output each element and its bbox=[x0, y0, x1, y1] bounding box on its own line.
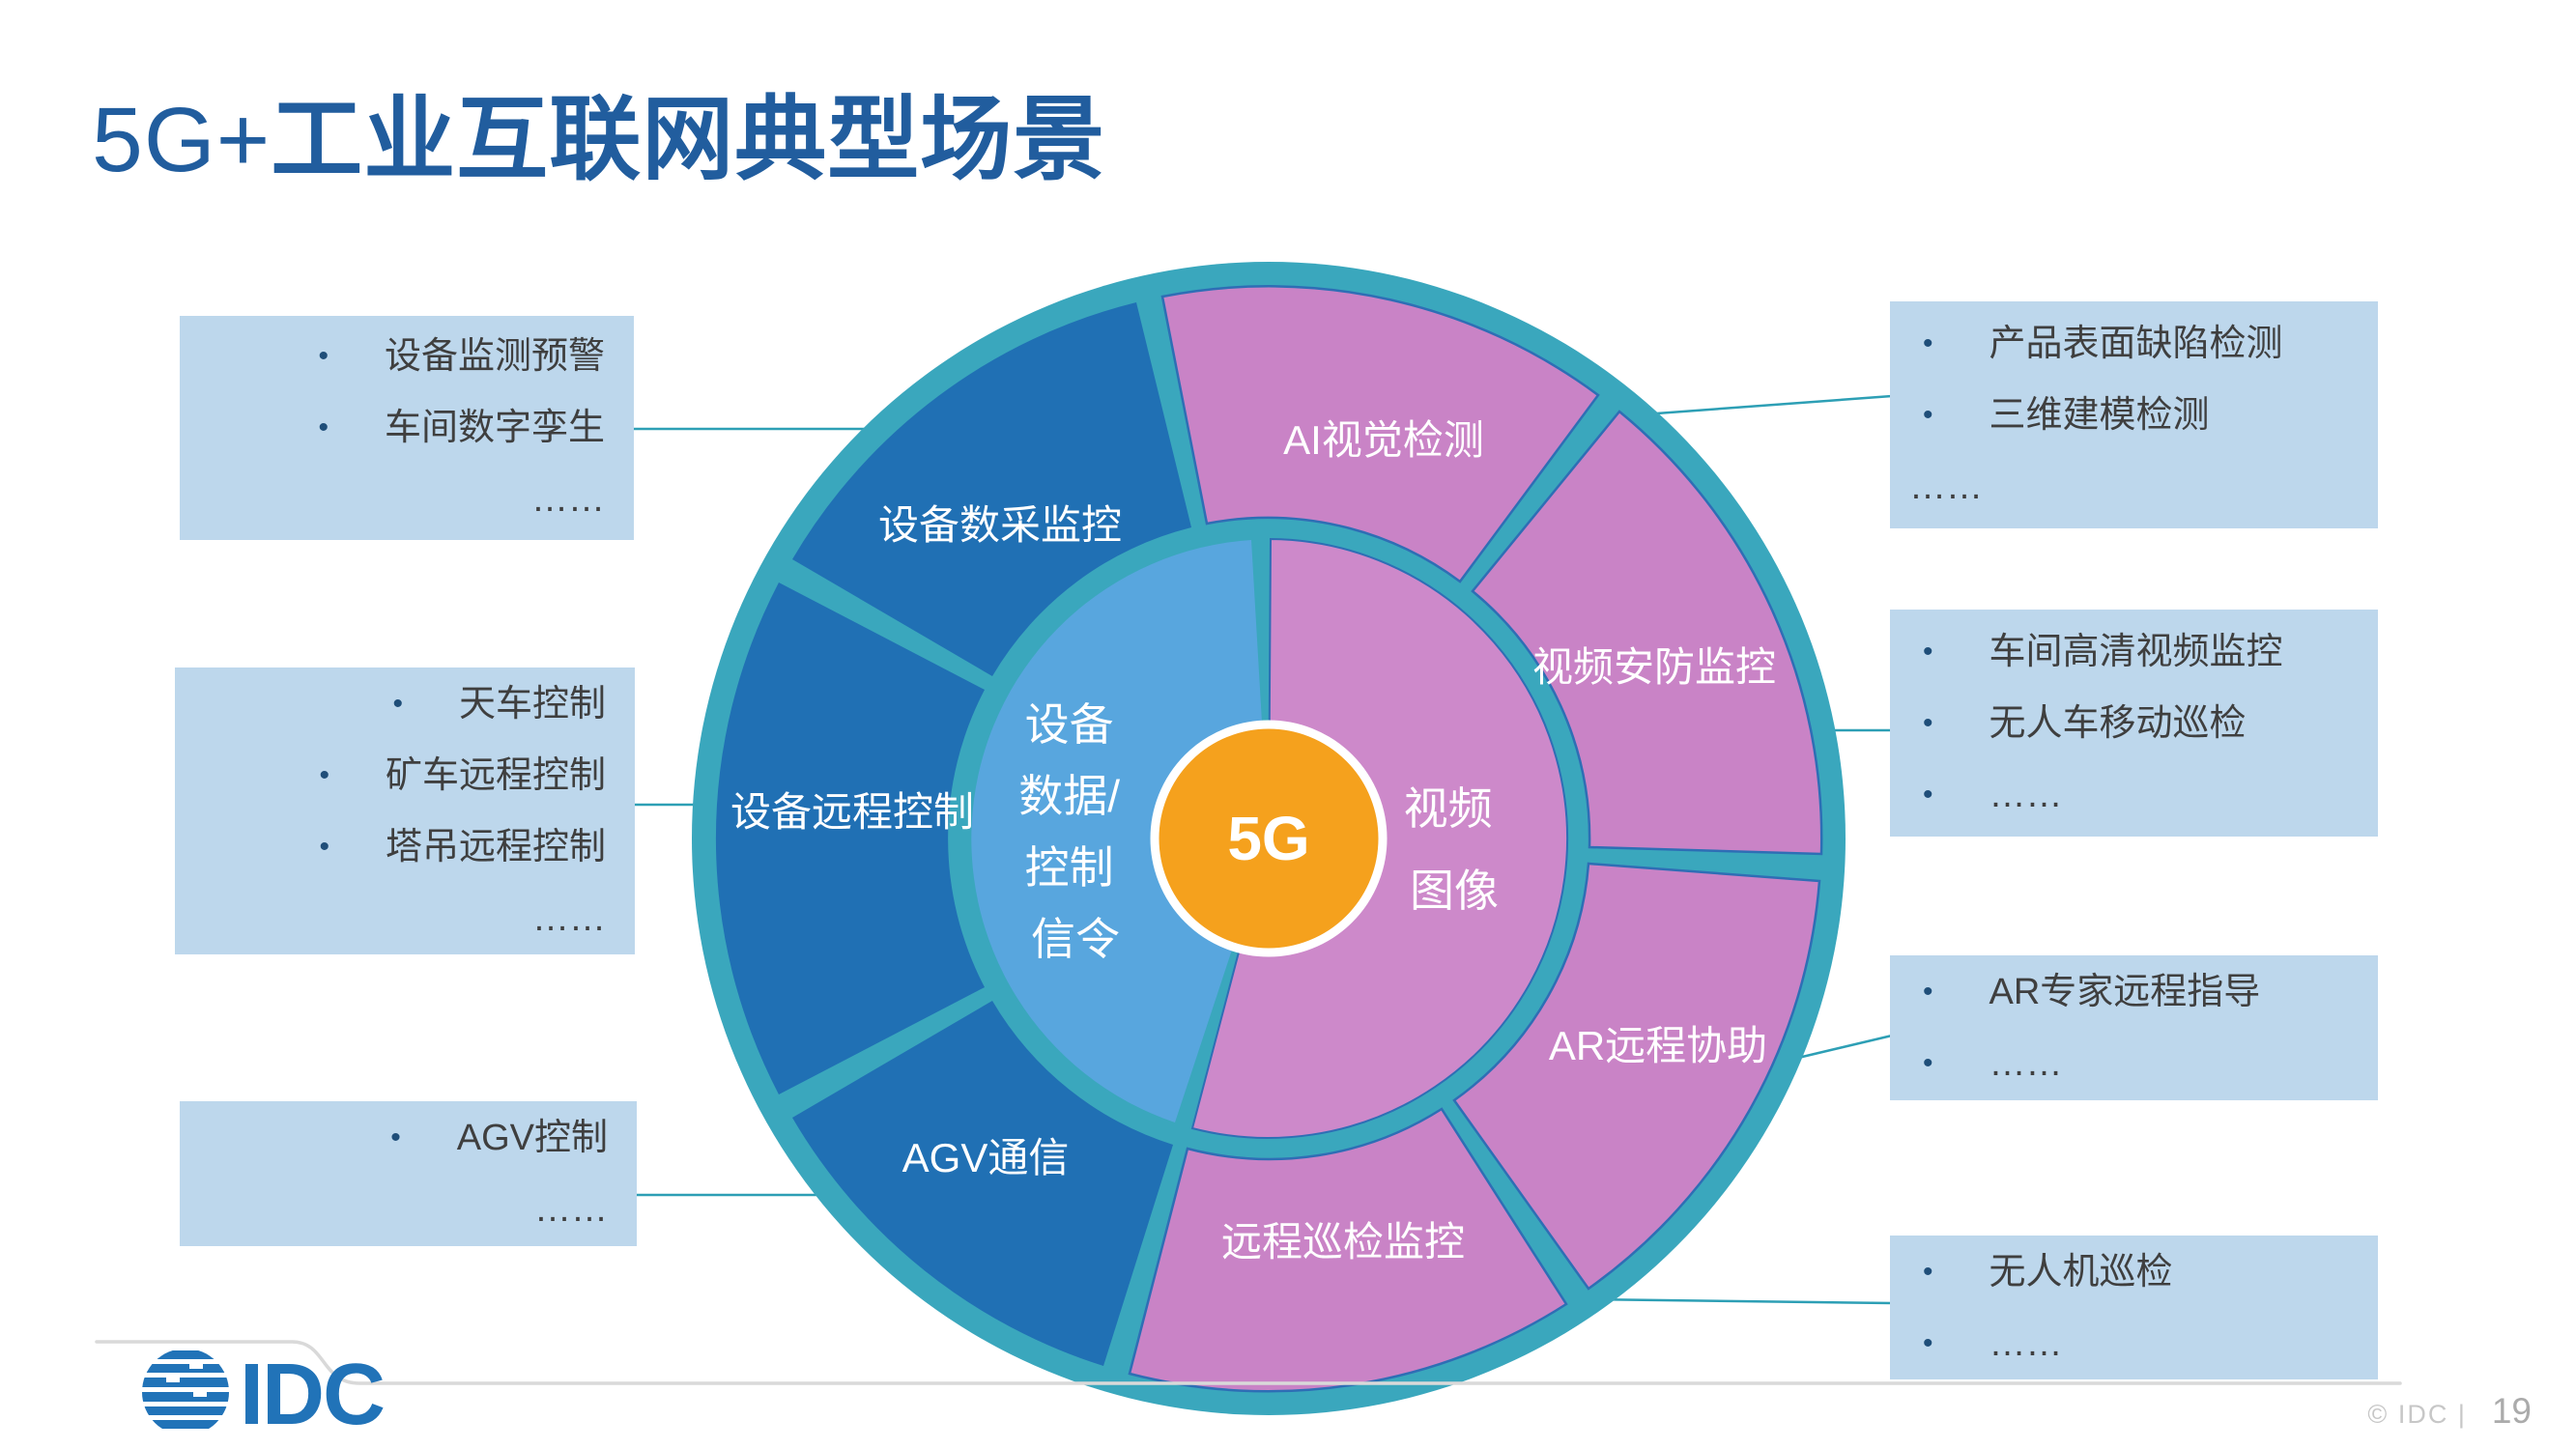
label-ar-remote-assist: AR远程协助 bbox=[1549, 1023, 1767, 1068]
callout-ar-expert-guidance: AR专家远程指导 …… bbox=[1890, 955, 2378, 1100]
hub-label-5g: 5G bbox=[1227, 804, 1309, 873]
segment-device-remote-control bbox=[715, 582, 985, 1094]
list-item-text: 塔吊远程控制 bbox=[385, 826, 606, 867]
list-item: 塔吊远程控制 bbox=[175, 811, 635, 883]
list-item-text: 天车控制 bbox=[458, 683, 606, 724]
callout-drone-patrol: 无人机巡检 …… bbox=[1890, 1236, 2378, 1379]
hub-circle bbox=[1150, 720, 1388, 957]
idc-logo-text: IDC bbox=[240, 1347, 384, 1443]
callout-device-remote-control: 天车控制 矿车远程控制 塔吊远程控制 …… bbox=[175, 668, 635, 954]
list-item: 无人机巡检 bbox=[1890, 1236, 2378, 1308]
list-item: 车间数字孪生 bbox=[180, 392, 634, 464]
bullet-icon bbox=[1923, 401, 1933, 430]
segment-ar-remote-assist bbox=[1452, 862, 1821, 1291]
list-item: 天车控制 bbox=[175, 668, 635, 740]
list-item-text: AGV控制 bbox=[456, 1118, 608, 1158]
list-item-text: 无人车移动巡检 bbox=[1989, 702, 2247, 744]
ellipsis-text: …… bbox=[532, 897, 606, 939]
inner-right-label: 视频 图像 bbox=[1404, 783, 1505, 916]
bullet-icon bbox=[1923, 329, 1933, 358]
list-item: …… bbox=[180, 1174, 637, 1245]
bullet-icon bbox=[318, 413, 329, 442]
inner-half-device-data bbox=[971, 540, 1269, 1122]
ellipsis-text: …… bbox=[1989, 774, 2063, 815]
title-main: 工业互联网典型场景 bbox=[271, 89, 1106, 191]
label-agv-communication: AGV通信 bbox=[902, 1135, 1070, 1180]
bullet-icon bbox=[1923, 638, 1933, 667]
bullet-icon bbox=[318, 342, 329, 371]
bullet-icon bbox=[1923, 1329, 1933, 1358]
list-item: 无人车移动巡检 bbox=[1890, 688, 2378, 759]
ellipsis-text: …… bbox=[1909, 466, 1983, 507]
list-item: …… bbox=[180, 464, 634, 535]
ellipsis-text: …… bbox=[1989, 1322, 2063, 1364]
bullet-icon bbox=[1923, 978, 1933, 1007]
bullet-icon bbox=[1923, 781, 1933, 810]
globe-icon bbox=[142, 1350, 229, 1429]
copyright-text: © IDC | bbox=[2367, 1400, 2467, 1429]
list-item: 产品表面缺陷检测 bbox=[1890, 308, 2378, 380]
callout-device-data-monitoring: 设备监测预警 车间数字孪生 …… bbox=[180, 316, 634, 540]
list-item: 车间高清视频监控 bbox=[1890, 616, 2378, 688]
bullet-icon bbox=[392, 690, 403, 719]
list-item: …… bbox=[1890, 759, 2378, 831]
segment-ai-visual-inspection bbox=[1160, 285, 1600, 583]
list-item: AGV控制 bbox=[180, 1102, 637, 1174]
list-item-text: 产品表面缺陷检测 bbox=[1989, 323, 2283, 364]
bullet-icon bbox=[1923, 1258, 1933, 1287]
list-item: 矿车远程控制 bbox=[175, 740, 635, 811]
segment-device-data-monitoring bbox=[792, 302, 1191, 676]
ellipsis-text: …… bbox=[534, 1189, 608, 1230]
ellipsis-text: …… bbox=[531, 479, 605, 520]
label-ai-visual-inspection: AI视觉检测 bbox=[1283, 417, 1484, 463]
list-item: …… bbox=[175, 883, 635, 954]
bullet-icon bbox=[319, 833, 329, 862]
callout-agv-control: AGV控制 …… bbox=[180, 1101, 637, 1246]
footer-copyright: © IDC | 19 bbox=[2280, 1391, 2532, 1432]
list-item: 三维建模检测 bbox=[1890, 380, 2378, 451]
list-item-text: 三维建模检测 bbox=[1989, 394, 2210, 436]
list-item-text: 车间高清视频监控 bbox=[1989, 631, 2283, 672]
callout-ai-visual-inspection: 产品表面缺陷检测 三维建模检测 …… bbox=[1890, 301, 2378, 528]
label-device-remote-control: 设备远程控制 bbox=[730, 789, 974, 835]
footer-divider-line bbox=[95, 1340, 2402, 1385]
segment-remote-patrol-monitoring bbox=[1128, 1107, 1568, 1393]
connector-right-4 bbox=[1584, 1297, 1893, 1305]
list-item-text: 设备监测预警 bbox=[384, 336, 605, 377]
list-item: …… bbox=[1890, 451, 2378, 523]
list-item-text: 无人机巡检 bbox=[1989, 1251, 2173, 1293]
list-item-text: 矿车远程控制 bbox=[385, 754, 606, 796]
list-item: AR专家远程指导 bbox=[1890, 956, 2378, 1028]
idc-logo: IDC bbox=[142, 1347, 386, 1443]
page-number: 19 bbox=[2491, 1391, 2532, 1431]
page-title: 5G+工业互联网典型场景 bbox=[92, 66, 1105, 198]
bullet-icon bbox=[1923, 709, 1933, 738]
label-device-data-monitoring: 设备数采监控 bbox=[878, 502, 1122, 548]
bullet-icon bbox=[1923, 1049, 1933, 1078]
segment-agv-communication bbox=[792, 1001, 1173, 1366]
inner-left-label: 设备 数据/ 控制 信令 bbox=[1018, 699, 1132, 964]
bullet-icon bbox=[319, 761, 329, 790]
list-item-text: 车间数字孪生 bbox=[384, 408, 605, 448]
segment-video-security-monitoring bbox=[1471, 410, 1823, 856]
title-prefix: 5G+ bbox=[92, 89, 272, 191]
label-remote-patrol-monitoring: 远程巡检监控 bbox=[1221, 1219, 1465, 1264]
bullet-icon bbox=[390, 1123, 401, 1152]
list-item: …… bbox=[1890, 1308, 2378, 1379]
list-item: …… bbox=[1890, 1028, 2378, 1099]
list-item: 设备监测预警 bbox=[180, 321, 634, 392]
list-item-text: AR专家远程指导 bbox=[1989, 972, 2261, 1012]
callout-video-monitoring: 车间高清视频监控 无人车移动巡检 …… bbox=[1890, 610, 2378, 837]
label-video-security-monitoring: 视频安防监控 bbox=[1532, 644, 1776, 690]
ellipsis-text: …… bbox=[1989, 1043, 2063, 1084]
